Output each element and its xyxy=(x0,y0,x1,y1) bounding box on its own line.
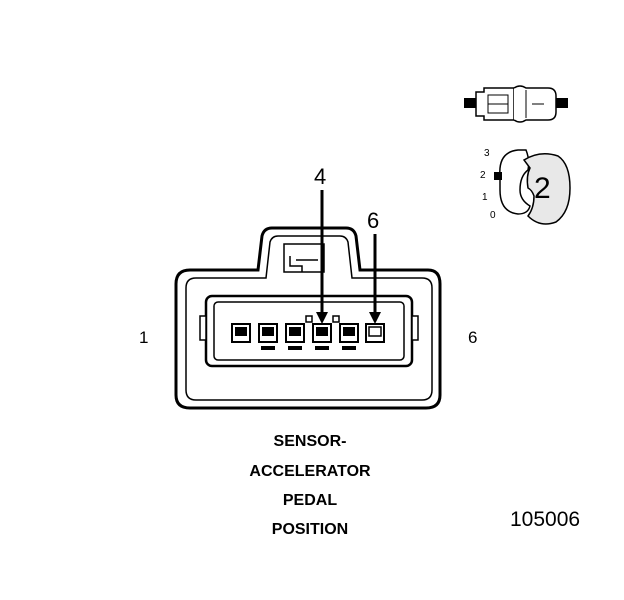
connector-face-inner xyxy=(213,301,405,361)
connector-housing-inner xyxy=(185,235,433,401)
title-line-3: PEDAL xyxy=(282,492,338,509)
pin-5 xyxy=(339,323,359,350)
pin-2 xyxy=(258,323,278,350)
latch-detail xyxy=(289,256,318,272)
pin-4 xyxy=(312,323,332,350)
pin-1 xyxy=(231,323,251,343)
connector-latch xyxy=(283,243,325,273)
position-scale-3: 3 xyxy=(484,148,490,159)
position-knob-icon xyxy=(494,149,571,225)
figure-number: 105006 xyxy=(510,508,581,531)
position-scale-1: 1 xyxy=(482,192,488,203)
pin-end-right-label: 6 xyxy=(468,328,478,347)
key-left xyxy=(305,315,313,323)
position-scale-2: 2 xyxy=(480,170,486,181)
pin-end-left-label: 1 xyxy=(139,328,149,347)
callout-label-6: 6 xyxy=(367,208,380,233)
title-line-1: SENSOR- xyxy=(273,433,347,450)
callout-6-arrow xyxy=(369,312,381,324)
inline-connector-icon xyxy=(464,85,568,123)
title-line-4: POSITION xyxy=(271,521,349,538)
key-right xyxy=(332,315,340,323)
position-value: 2 xyxy=(534,172,551,205)
pin-3 xyxy=(285,323,305,350)
connector-housing-outer xyxy=(174,226,442,410)
title-line-2: ACCELERATOR xyxy=(249,463,371,480)
face-right-notch xyxy=(411,315,419,341)
pin-6 xyxy=(365,323,385,343)
face-left-notch xyxy=(199,315,207,341)
position-scale-0: 0 xyxy=(490,210,496,221)
callout-4-arrow xyxy=(316,312,328,324)
callout-label-4: 4 xyxy=(314,164,327,189)
